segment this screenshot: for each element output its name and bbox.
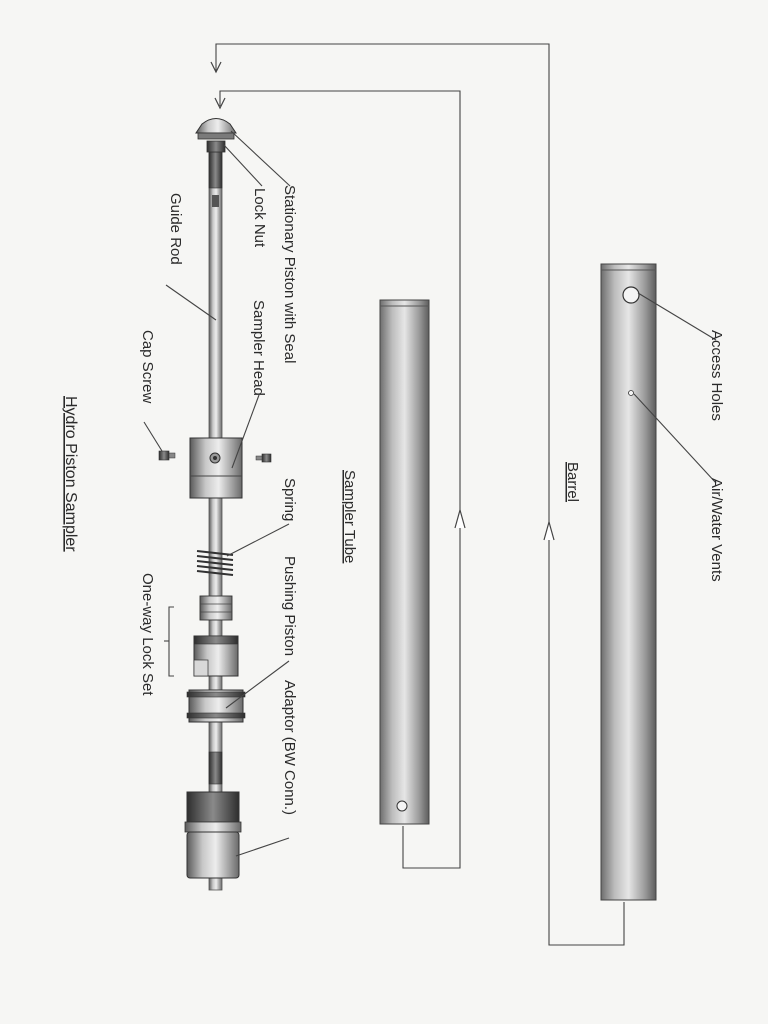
label-adaptor: Adaptor (BW Conn.)	[281, 680, 298, 815]
cap-screw-right	[255, 453, 272, 463]
label-air-water-vents: Air/Water Vents	[708, 478, 725, 582]
label-guide-rod: Guide Rod	[167, 193, 184, 265]
leader-lines	[143, 130, 717, 857]
sampler-head-shape	[189, 437, 243, 499]
barrel-tube	[600, 263, 657, 901]
label-sampler-tube: Sampler Tube	[341, 470, 358, 563]
label-sampler-head: Sampler Head	[250, 300, 267, 396]
label-one-way-lock-set: One-way Lock Set	[139, 573, 156, 696]
lock-nut-shape	[206, 140, 226, 153]
label-stationary-piston: Stationary Piston with Seal	[281, 185, 298, 363]
adaptor-shape	[184, 791, 242, 879]
barrel-routing-line	[210, 43, 625, 946]
cap-screw-left	[158, 450, 176, 461]
spring-shape	[196, 550, 234, 576]
access-hole	[622, 286, 640, 304]
label-barrel: Barrel	[564, 462, 581, 502]
stationary-piston-shape	[195, 118, 237, 134]
sampler-tube-hole	[396, 800, 408, 812]
label-cap-screw: Cap Screw	[139, 330, 156, 404]
label-lock-nut: Lock Nut	[251, 188, 268, 248]
sampler-tube	[379, 299, 430, 825]
label-pushing-piston: Pushing Piston	[281, 556, 298, 656]
piston-assembly	[158, 118, 272, 891]
label-access-holes: Access Holes	[708, 330, 725, 421]
label-spring: Spring	[281, 478, 298, 521]
air-water-vent	[628, 390, 634, 396]
sampler-tube-routing-line	[214, 90, 466, 869]
diagram-title: Hydro Piston Sampler	[62, 396, 79, 552]
